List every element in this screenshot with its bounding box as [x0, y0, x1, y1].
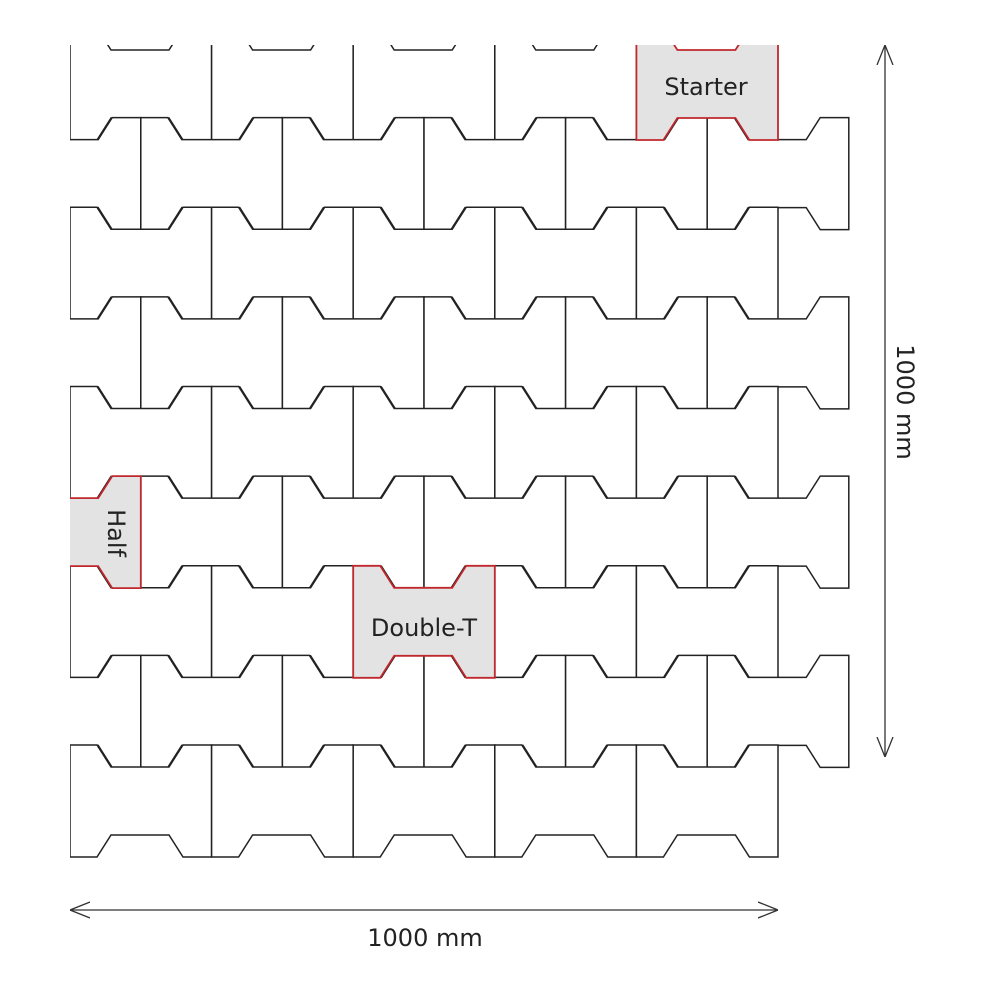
starter-tile — [635, 45, 779, 141]
starter-label: Starter — [664, 73, 747, 101]
half-tile — [70, 475, 142, 589]
highlighted-tiles — [70, 45, 779, 679]
double-t-tile — [352, 564, 496, 679]
height-dimension-label: 1000 mm — [891, 344, 919, 459]
paver-grid — [70, 45, 850, 858]
paver-tile — [635, 744, 779, 858]
half-label: Half — [102, 509, 130, 557]
width-dimension-label: 1000 mm — [367, 924, 482, 952]
double-t-label: Double-T — [371, 614, 478, 642]
